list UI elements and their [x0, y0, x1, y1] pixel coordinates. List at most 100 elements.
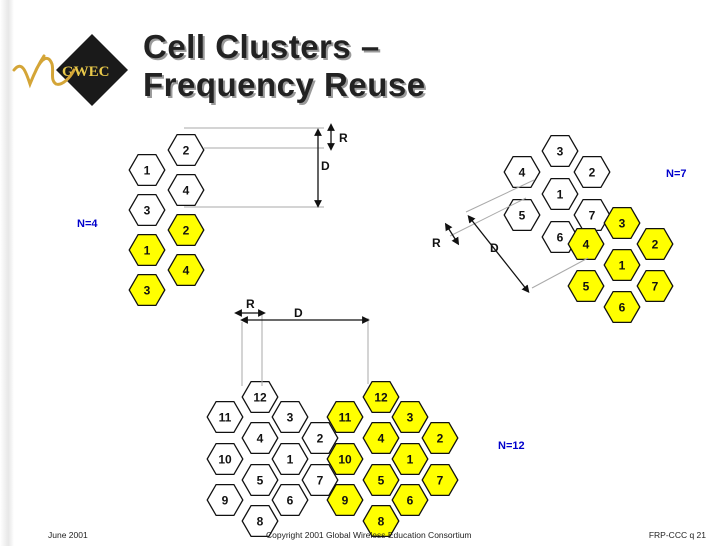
n12-label: N=12: [498, 440, 525, 452]
n12-hex-cell-14: [391, 400, 429, 434]
n4-label: N=4: [77, 218, 98, 230]
n7-hex-cell-12: [636, 269, 674, 303]
n12-hex-cell-8: [301, 463, 339, 497]
n12-hex-cell-15: [362, 421, 400, 455]
n12-d-label: D: [294, 306, 303, 320]
n4-cell-label-2: 4: [183, 184, 190, 198]
n12-hex-cell-16: [421, 421, 459, 455]
n12-cell-label-5: 10: [218, 453, 232, 467]
n7-hex-cell-3: [541, 177, 579, 211]
footer-copyright: Copyright 2001 Global Wireless Education…: [266, 530, 472, 540]
n12-cell-label-12: 12: [374, 391, 388, 405]
n12-cell-label-6: 1: [287, 453, 294, 467]
title-line-2: Frequency Reuse: [143, 66, 426, 103]
n7-cell-label-3: 1: [557, 188, 564, 202]
n7-cell-label-10: 1: [619, 259, 626, 273]
gwec-logo: GWEC: [12, 34, 128, 106]
logo-script-mark: [12, 54, 76, 89]
n12-cell-label-23: 8: [378, 515, 385, 529]
n12-hex-cell-9: [206, 483, 244, 517]
n7-cell-label-1: 4: [519, 166, 526, 180]
n12-hex-cell-17: [326, 442, 364, 476]
n7-d-arrow: [467, 214, 530, 294]
n7-cell-label-0: 3: [557, 145, 564, 159]
n7-hex-cell-10: [603, 248, 641, 282]
n4-r-label: R: [339, 131, 348, 145]
n4-hex-cell-3: [128, 193, 166, 227]
n12-cell-label-17: 10: [338, 453, 352, 467]
n12-cell-label-8: 7: [317, 474, 324, 488]
title-line-1: Cell Clusters –: [143, 28, 380, 65]
n4-hex-cell-6: [167, 253, 205, 287]
n12-hex-cell-4: [301, 421, 339, 455]
slide-title: Cell Clusters – Frequency Reuse: [143, 28, 426, 104]
n7-cell-label-5: 7: [589, 209, 596, 223]
n12-cell-label-7: 5: [257, 474, 264, 488]
n4-cell-label-0: 2: [183, 144, 190, 158]
n12-hex-cell-21: [326, 483, 364, 517]
n4-hex-cell-4: [167, 213, 205, 247]
n12-hex-cell-11: [241, 504, 279, 538]
n7-cell-label-8: 4: [583, 238, 590, 252]
n7-cell-label-11: 5: [583, 280, 590, 294]
n7-cell-label-4: 5: [519, 209, 526, 223]
n7-d-label: D: [490, 241, 499, 255]
n4-hex-cell-1: [128, 153, 166, 187]
n7-cell-label-7: 3: [619, 217, 626, 231]
n12-cell-label-11: 8: [257, 515, 264, 529]
n7-hex-cell-11: [567, 269, 605, 303]
n4-cell-label-5: 1: [144, 244, 151, 258]
n4-cell-label-6: 4: [183, 264, 190, 278]
n7-hex-cell-8: [567, 227, 605, 261]
n12-hex-cell-10: [271, 483, 309, 517]
n7-hex-cell-7: [603, 206, 641, 240]
n7-hex-cell-13: [603, 290, 641, 324]
n7-cell-label-12: 7: [652, 280, 659, 294]
n7-cell-label-13: 6: [619, 301, 626, 315]
n12-hex-cell-18: [391, 442, 429, 476]
n12-cell-label-4: 2: [317, 432, 324, 446]
n12-hex-cell-22: [391, 483, 429, 517]
n12-hex-cell-20: [421, 463, 459, 497]
n12-cell-label-1: 11: [219, 411, 232, 425]
n12-hex-cell-2: [271, 400, 309, 434]
n7-guide-3: [531, 257, 589, 289]
n12-cell-label-0: 12: [253, 391, 267, 405]
n4-hex-cell-5: [128, 233, 166, 267]
footer-date: June 2001: [48, 530, 88, 540]
n4-cell-label-4: 2: [183, 224, 190, 238]
n12-hex-cell-19: [362, 463, 400, 497]
n4-hex-cell-7: [128, 273, 166, 307]
n7-hex-cell-5: [573, 198, 611, 232]
n7-hex-cell-1: [503, 155, 541, 189]
n12-cell-label-14: 3: [407, 411, 414, 425]
n12-cell-label-18: 1: [407, 453, 414, 467]
n12-hex-cell-6: [271, 442, 309, 476]
n4-cell-label-7: 3: [144, 284, 151, 298]
n12-cell-label-21: 9: [342, 494, 349, 508]
n4-hex-cell-0: [167, 133, 205, 167]
n7-hex-cell-9: [636, 227, 674, 261]
n12-hex-cell-7: [241, 463, 279, 497]
n12-cell-label-2: 3: [287, 411, 294, 425]
n12-hex-cell-0: [241, 380, 279, 414]
n12-cell-label-13: 11: [339, 411, 352, 425]
n7-r-arrow: [444, 222, 460, 246]
n12-r-label: R: [246, 297, 255, 311]
n12-hex-cell-1: [206, 400, 244, 434]
n7-cell-label-2: 2: [589, 166, 596, 180]
n12-cell-label-20: 7: [437, 474, 444, 488]
n12-hex-cell-5: [206, 442, 244, 476]
n7-guide-1: [465, 179, 535, 213]
logo-diamond: [56, 34, 128, 106]
n7-hex-cell-0: [541, 134, 579, 168]
n4-cell-label-1: 1: [144, 164, 151, 178]
n12-cell-label-3: 4: [257, 432, 264, 446]
